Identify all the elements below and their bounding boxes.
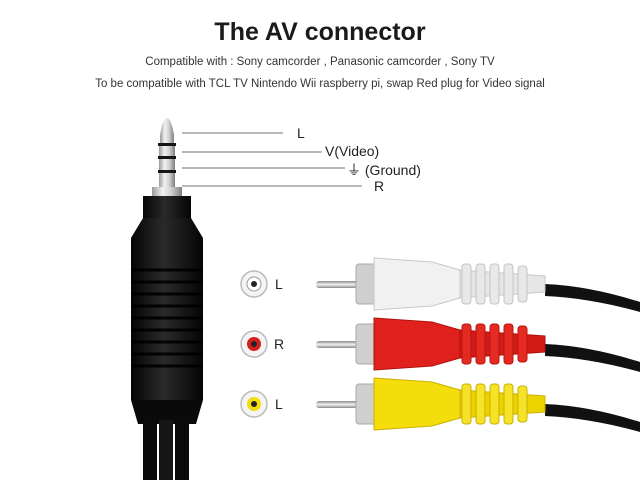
yellow-rca-socket-icon bbox=[240, 390, 268, 418]
ground-pin-label: ⏚ (Ground) bbox=[347, 160, 421, 180]
rca-pin bbox=[316, 341, 358, 348]
rca-shell bbox=[373, 257, 461, 311]
insulator-ring bbox=[158, 170, 176, 173]
rca-pin bbox=[316, 401, 358, 408]
red-rca-socket-icon bbox=[240, 330, 268, 358]
page-title: The AV connector bbox=[214, 18, 426, 46]
cable bbox=[159, 420, 173, 480]
ring-1 bbox=[159, 146, 175, 156]
rca-shell bbox=[373, 317, 461, 371]
ground-text: (Ground) bbox=[364, 162, 421, 178]
video-pin-label: V(Video) bbox=[325, 143, 380, 159]
cable bbox=[175, 420, 189, 480]
red-rca-plug bbox=[316, 317, 640, 372]
white-plug-label: L bbox=[275, 276, 283, 292]
jack-body bbox=[131, 218, 203, 400]
tip-pin-label: L bbox=[297, 125, 305, 141]
sleeve bbox=[159, 173, 175, 187]
jack-collar bbox=[143, 196, 191, 218]
sleeve-pin-label: R bbox=[374, 178, 385, 194]
yellow-rca-plug bbox=[316, 377, 640, 432]
yellow-plug-label: L bbox=[275, 396, 283, 412]
red-plug-label: R bbox=[274, 336, 285, 352]
jack-tip bbox=[160, 118, 174, 135]
3.5mm-jack-plug bbox=[131, 118, 203, 480]
swap-note: To be compatible with TCL TV Nintendo Wi… bbox=[95, 78, 545, 90]
white-rca-plug bbox=[316, 257, 640, 312]
rca-shell bbox=[373, 377, 461, 431]
cable bbox=[143, 420, 157, 480]
pin-leader-lines bbox=[182, 132, 362, 187]
compatibility-note: Compatible with : Sony camcorder , Panas… bbox=[145, 56, 495, 68]
white-rca-socket-icon bbox=[240, 270, 268, 298]
ground-icon: ⏚ bbox=[347, 162, 361, 178]
insulator-ring bbox=[158, 143, 176, 146]
rca-pin bbox=[316, 281, 358, 288]
ring-2 bbox=[159, 159, 175, 170]
insulator-ring bbox=[158, 156, 176, 159]
